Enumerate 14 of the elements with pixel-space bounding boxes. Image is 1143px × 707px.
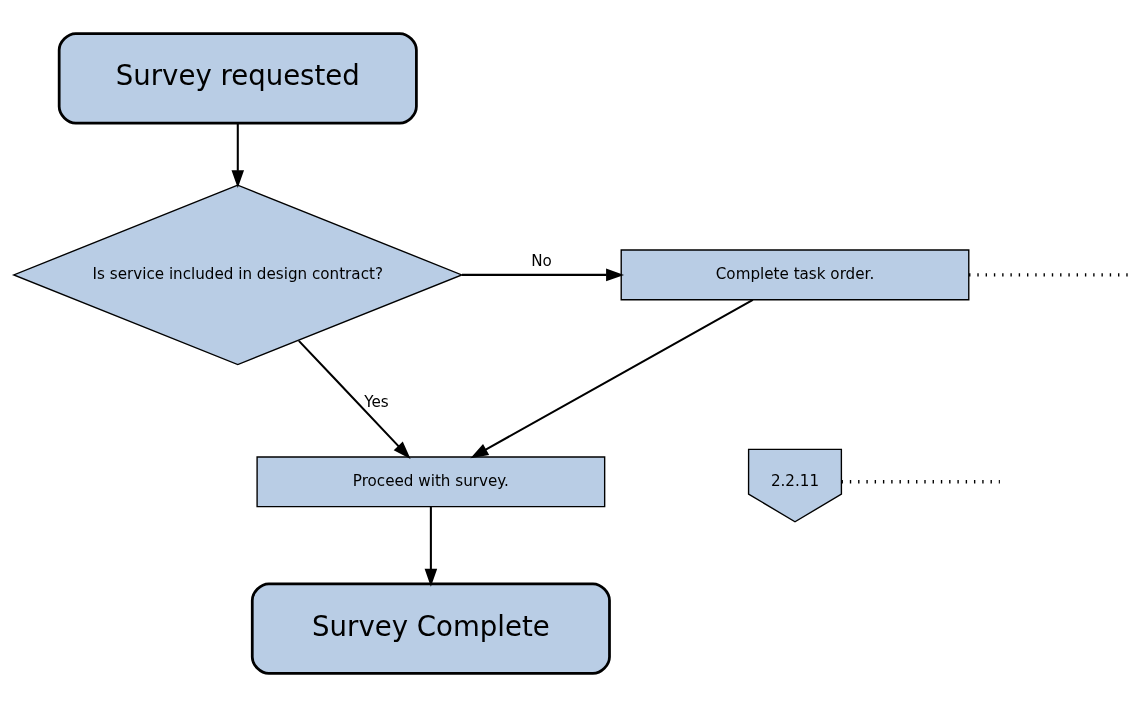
arrow bbox=[298, 340, 411, 459]
node-box: Complete task order. bbox=[620, 249, 970, 301]
arrow bbox=[231, 123, 245, 189]
arrow bbox=[462, 268, 625, 282]
node-diamond: Is service included in design contract? bbox=[11, 184, 464, 366]
node-box: Survey Complete bbox=[250, 582, 611, 675]
node-box: Proceed with survey. bbox=[256, 456, 606, 508]
connector bbox=[841, 480, 1000, 484]
node-box: Survey requested bbox=[57, 32, 418, 125]
arrow bbox=[470, 298, 754, 459]
arrow bbox=[424, 506, 438, 587]
edge-label: Yes bbox=[364, 393, 389, 412]
edge-label: No bbox=[531, 252, 552, 271]
connector bbox=[969, 273, 1129, 277]
